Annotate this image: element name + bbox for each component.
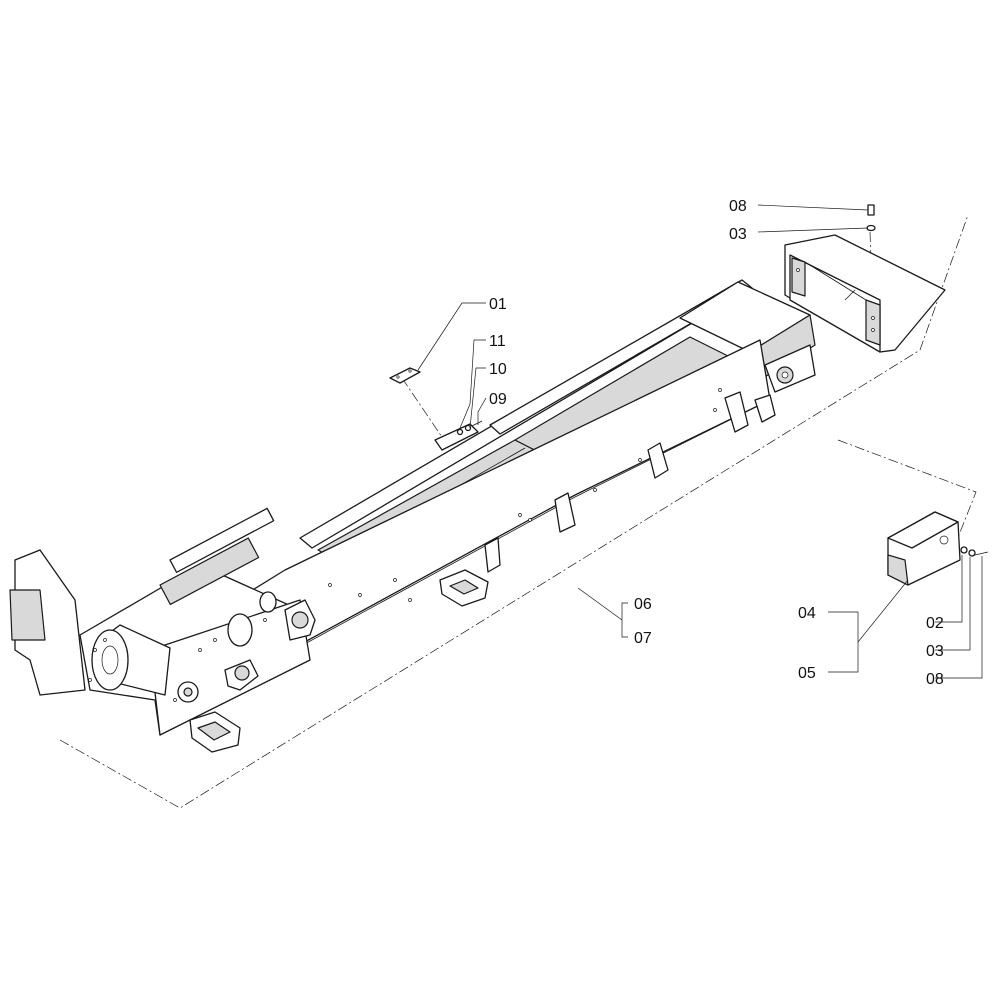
callout-01: 01 — [489, 296, 507, 313]
bearing-lower — [234, 665, 250, 681]
bearing-upper — [291, 611, 309, 629]
assembly-boundary — [59, 214, 969, 809]
roller-shaft — [159, 537, 260, 606]
upper-roller — [169, 507, 275, 574]
cover-boundary — [837, 439, 977, 546]
part-09-11-hardware — [456, 420, 483, 436]
bearings — [177, 599, 316, 703]
mounting-holes — [88, 388, 722, 702]
side-cover — [887, 511, 961, 586]
callout-06: 06 — [634, 596, 652, 613]
hood-bolt-dash — [869, 231, 873, 291]
callout-09: 09 — [489, 391, 507, 408]
callout-08-top: 08 — [729, 198, 747, 215]
conveyor-frame — [79, 279, 816, 736]
callout-10: 10 — [489, 361, 507, 378]
callout-07: 07 — [634, 630, 652, 647]
hood-bolt — [866, 204, 876, 232]
callout-08-right: 08 — [926, 671, 944, 688]
callout-11: 11 — [489, 333, 506, 350]
plate-leader-dash — [401, 377, 449, 447]
leader-lines — [417, 204, 983, 679]
motor-guard — [9, 549, 86, 696]
callout-03-right: 03 — [926, 643, 944, 660]
callout-03-top: 03 — [729, 226, 747, 243]
roller-end — [227, 613, 253, 647]
callout-02: 02 — [926, 615, 944, 632]
part-01-plate — [389, 367, 421, 384]
support-brackets — [189, 391, 776, 753]
drive-rollers — [91, 507, 277, 696]
callout-05: 05 — [798, 665, 816, 682]
cover-hardware — [960, 546, 989, 557]
discharge-hood — [784, 234, 946, 353]
gearbox — [764, 344, 816, 393]
callout-04: 04 — [798, 605, 816, 622]
